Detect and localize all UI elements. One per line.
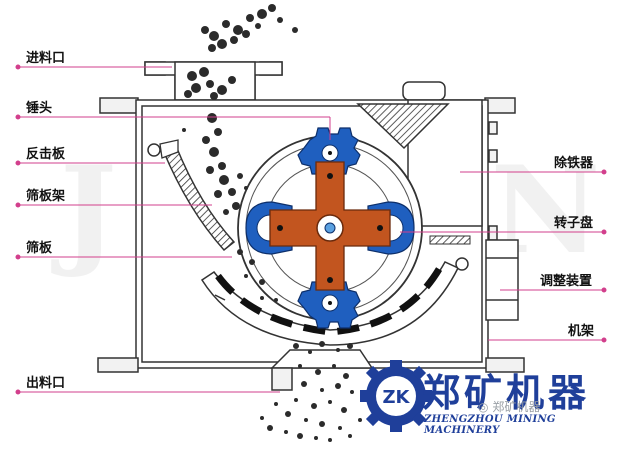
wechat-watermark: ◎ 郑矿机器 — [478, 398, 540, 415]
label-screen-frame: 筛板架 — [26, 189, 66, 204]
label-discharge: 出料口 — [26, 376, 66, 391]
leader-lines — [15, 64, 607, 395]
label-hammer: 锤头 — [26, 101, 53, 116]
logo-text: ZK — [383, 387, 411, 408]
brand-name-en: ZHENGZHOU MINING MACHINERY — [424, 414, 556, 436]
wechat-text: 郑矿机器 — [492, 400, 541, 414]
rotor-cross — [269, 161, 391, 291]
screen-plate — [200, 235, 471, 346]
label-adjuster: 调整装置 — [540, 274, 593, 289]
brand-name-cn: 郑矿机器 — [422, 371, 591, 415]
wechat-icon: ◎ — [478, 400, 489, 414]
label-feed-inlet: 进料口 — [26, 51, 66, 66]
logo-gear: ZK — [360, 360, 432, 432]
impact-plate — [147, 139, 236, 252]
material-particles — [182, 4, 362, 442]
label-rotor-disc: 转子盘 — [554, 216, 594, 231]
label-frame: 机架 — [568, 324, 595, 339]
hammer-bottom — [297, 281, 361, 329]
label-impact-plate: 反击板 — [26, 147, 66, 162]
label-screen-plate: 筛板 — [26, 241, 53, 256]
label-iron-remover: 除铁器 — [554, 156, 594, 171]
